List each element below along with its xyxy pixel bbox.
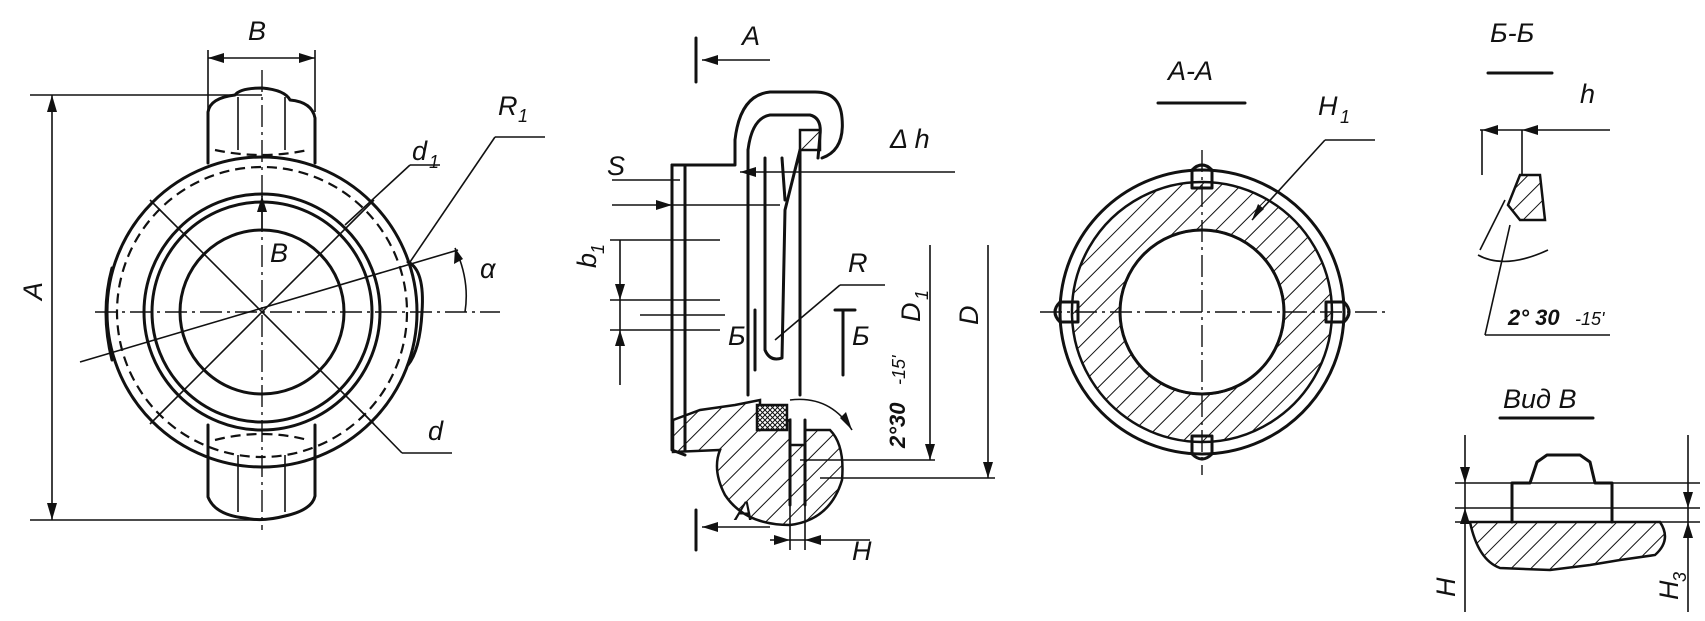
side-label-a-bottom: A — [733, 496, 753, 526]
front-label-d1-sub: 1 — [429, 152, 439, 172]
section-bb-label-angle: 2° 30 — [1507, 305, 1560, 330]
view-v-label-h: H — [1431, 577, 1461, 597]
side-label-d1: D — [896, 303, 926, 323]
front-label-r1-sub: 1 — [518, 106, 528, 126]
section-aa-title: А-А — [1166, 56, 1213, 86]
view-v-label-h3: H — [1654, 580, 1684, 600]
side-label-b1-sub: 1 — [588, 244, 608, 254]
side-label-b1: b — [572, 253, 602, 268]
side-label-angle-tol: -15' — [889, 355, 909, 385]
side-label-d1-sub: 1 — [912, 290, 932, 300]
front-label-b-top: B — [248, 16, 266, 46]
section-aa-label-h1: H — [1318, 91, 1338, 121]
section-bb-label-h: h — [1580, 79, 1595, 109]
section-b-b: Б-Б h 2° 30 -15' — [1477, 18, 1610, 336]
section-bb-title: Б-Б — [1490, 18, 1534, 48]
side-label-cut-left: Б — [728, 321, 746, 351]
view-v: Вид В H H 3 — [1431, 384, 1700, 612]
front-label-d: d — [428, 416, 444, 446]
front-label-d1: d — [412, 136, 428, 166]
side-label-delta-h: Δ h — [889, 124, 930, 154]
side-label-d: D — [954, 306, 984, 326]
front-label-r1: R — [498, 91, 518, 121]
front-label-a: A — [18, 282, 48, 302]
side-label-r: R — [848, 248, 868, 278]
side-label-cut-right: Б — [852, 321, 870, 351]
section-aa-label-h1-sub: 1 — [1340, 107, 1350, 127]
front-view: B A B d 1 R 1 α d — [18, 16, 545, 530]
side-view: A A S Δ h b 1 R D 1 D Б Б 2°30 -15' H — [572, 21, 995, 566]
side-label-a-top: A — [740, 21, 760, 51]
side-label-angle: 2°30 — [885, 402, 910, 449]
side-label-h: H — [852, 536, 872, 566]
section-bb-label-angle-tol: -15' — [1575, 309, 1605, 329]
side-label-s: S — [607, 151, 625, 181]
view-v-label-h3-sub: 3 — [1670, 572, 1690, 582]
front-label-alpha: α — [480, 254, 497, 284]
view-v-title: Вид В — [1503, 384, 1576, 414]
section-a-a: А-А H 1 — [1040, 56, 1385, 475]
front-label-b-inner: B — [270, 238, 288, 268]
